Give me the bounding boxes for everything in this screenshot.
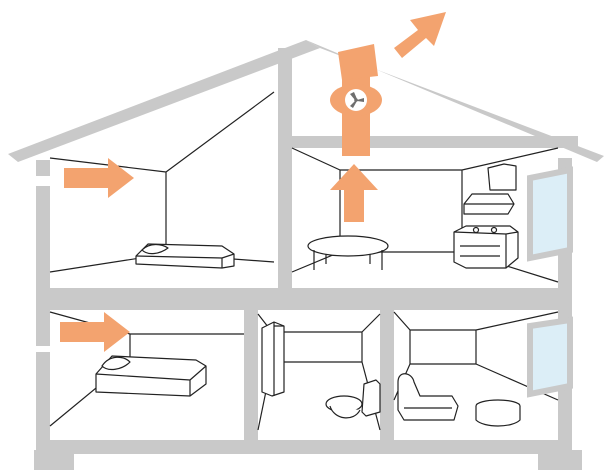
- upper-bed-icon: [136, 244, 234, 268]
- lower-bed-icon: [96, 356, 206, 396]
- lower-wall-left: [244, 310, 258, 446]
- attic-floor-beam: [278, 136, 578, 148]
- stool-icon: [476, 400, 520, 426]
- lower-window: [530, 320, 570, 394]
- upper-window: [530, 170, 570, 258]
- attic-flared-cap: [338, 44, 378, 80]
- roof-left-slab: [8, 40, 320, 162]
- kitchen-up-arrow: [330, 164, 378, 222]
- toilet-icon: [326, 380, 380, 418]
- range-hood-icon: [464, 164, 516, 214]
- stove-icon: [454, 226, 518, 268]
- attic-vertical-beam: [278, 48, 292, 288]
- left-wall-lower: [36, 310, 50, 346]
- lower-wall-right: [380, 310, 394, 446]
- wardrobe-icon: [262, 322, 284, 396]
- left-wall-upper-stub: [36, 160, 50, 176]
- roof-exhaust-arrow: [394, 12, 446, 58]
- upper-right-room-lines: [292, 148, 558, 282]
- middle-floor-slab: [36, 288, 572, 310]
- foundation-left: [34, 450, 74, 470]
- ground-floor-slab: [36, 440, 572, 454]
- left-wall-upper: [36, 186, 50, 296]
- left-wall-bottom: [36, 352, 50, 444]
- exhaust-fan-icon: [330, 84, 382, 116]
- armchair-icon: [398, 374, 458, 420]
- round-table-icon: [308, 236, 388, 270]
- foundation-right: [538, 450, 582, 470]
